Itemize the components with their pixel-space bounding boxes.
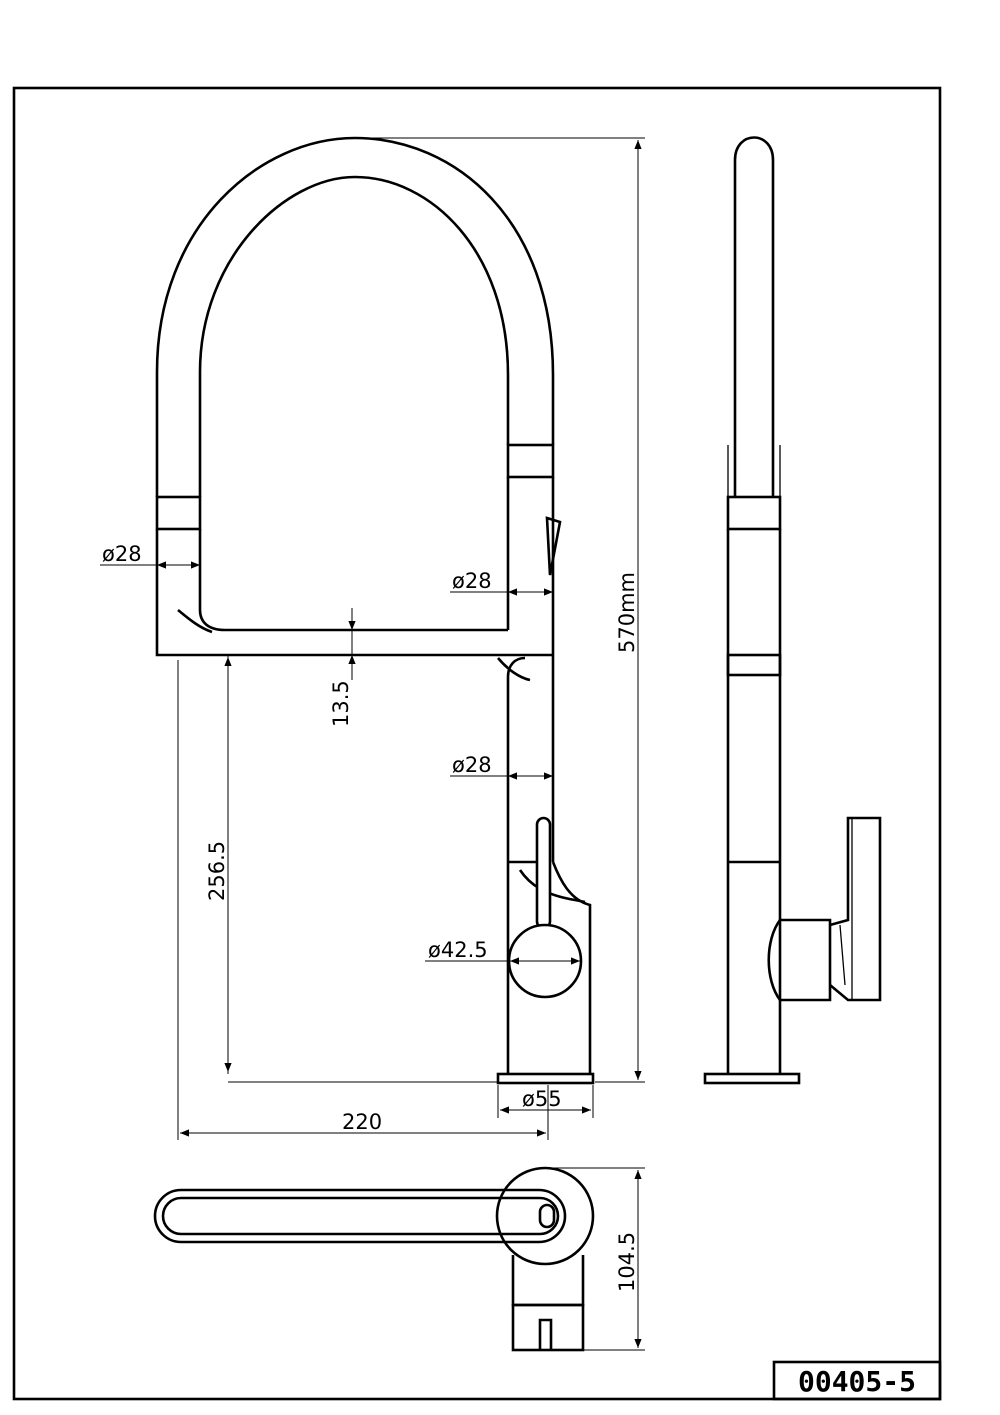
side-body [726, 529, 782, 1074]
title-block [772, 1360, 942, 1401]
hose-arch-inner [198, 175, 510, 497]
side-hose-back [727, 445, 781, 497]
spray-head [506, 477, 555, 655]
spray-trigger [545, 516, 562, 576]
top-lever [538, 1203, 556, 1229]
left-holder-curve [177, 609, 213, 634]
spout-body [497, 655, 555, 1074]
side-handle [829, 816, 882, 1002]
front-view [155, 136, 595, 1085]
left-holder [155, 529, 553, 657]
top-base-circle [495, 1166, 595, 1266]
dim-reach: 220 [342, 1110, 382, 1134]
side-valve [767, 918, 832, 1002]
left-collar [155, 495, 202, 531]
top-spout-outer [153, 1188, 567, 1244]
dim-handle-diameter: ø42.5 [428, 938, 488, 962]
dim-body-diameter: ø28 [452, 753, 492, 777]
top-handle [511, 1303, 585, 1352]
side-view [703, 136, 882, 1085]
top-view [153, 1166, 595, 1352]
side-hose [733, 136, 775, 497]
dim-spout-gap: 13.5 [329, 680, 353, 727]
lever-handle [535, 816, 552, 930]
dimension-lines [100, 137, 645, 1351]
left-holder-inner [198, 529, 508, 632]
dim-spout-height: 256.5 [205, 841, 229, 901]
dim-hose-diameter-right: ø28 [452, 569, 492, 593]
base-plate [496, 1072, 595, 1085]
dim-top-view-depth: 104.5 [615, 1232, 639, 1292]
model-code: 00405-5 [798, 1365, 916, 1398]
drawing-frame [12, 86, 942, 1401]
dim-total-height: 570mm [615, 572, 639, 653]
side-ring [726, 653, 782, 677]
side-base [703, 1072, 801, 1085]
side-handle-inner [839, 818, 853, 1000]
hose-arch [155, 136, 555, 497]
top-spout-inner [161, 1196, 560, 1236]
top-body [511, 1255, 585, 1307]
dim-base-diameter: ø55 [522, 1087, 562, 1111]
side-collar [726, 495, 782, 531]
top-handle-slot [538, 1318, 553, 1350]
dim-hose-diameter-left: ø28 [102, 542, 142, 566]
right-collar [506, 443, 555, 479]
